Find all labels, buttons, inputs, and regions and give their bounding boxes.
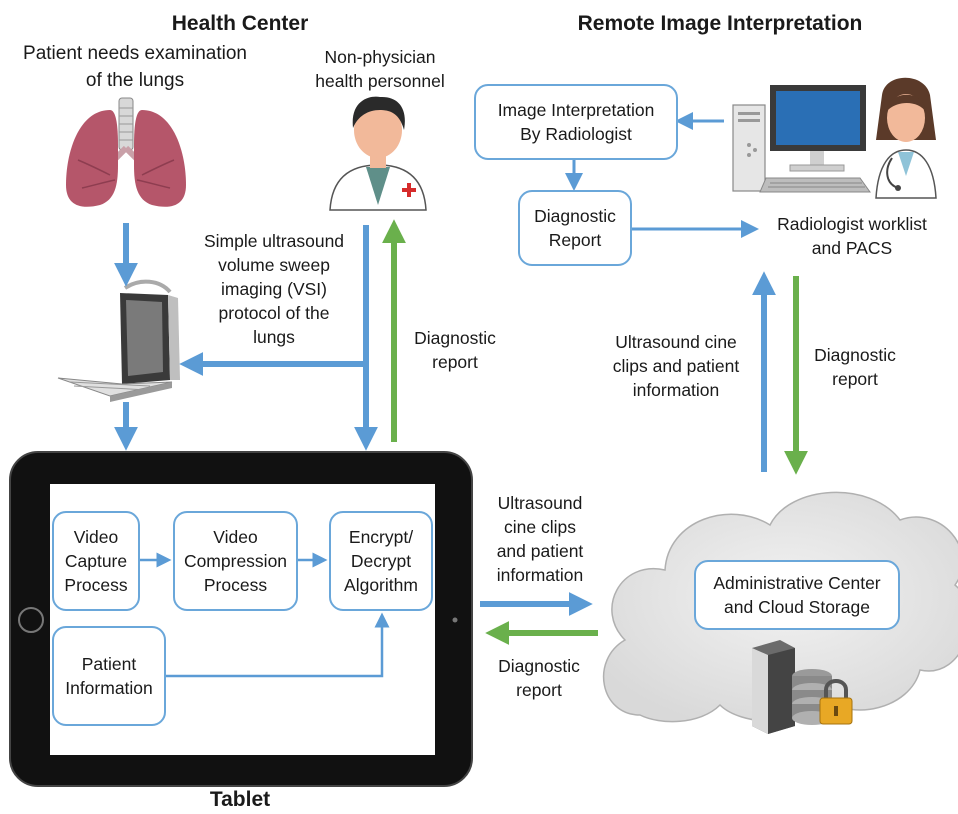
image-interpretation-text: Image Interpretation By Radiologist [497,100,655,144]
diagnostic-report-label-left: Diagnostic report [414,328,496,372]
health-worker-icon [329,96,427,211]
lungs-icon [66,97,186,207]
video-compression-box: Video Compression Process [173,511,298,611]
ultrasound-machine-icon [57,279,180,402]
video-compression-text: Video Compression Process [183,527,288,595]
tablet-heading: Tablet [209,788,271,811]
patient-information-box: Patient Information [52,626,166,726]
diagnostic-report-text: Diagnostic Report [534,206,616,250]
image-interpretation-box: Image Interpretation By Radiologist [474,84,678,160]
encrypt-decrypt-text: Encrypt/ Decrypt Algorithm [344,527,418,595]
diagnostic-report-box: Diagnostic Report [518,190,632,266]
radiologist-worklist-label: Radiologist worklist and PACS [777,214,927,258]
non-physician-label: Non-physician health personnel [315,47,445,91]
administrative-center-text: Administrative Center and Cloud Storage [713,573,881,617]
vsi-protocol-label: Simple ultrasound volume sweep imaging (… [203,231,345,347]
encrypt-decrypt-box: Encrypt/ Decrypt Algorithm [329,511,433,611]
patient-information-text: Patient Information [65,654,153,698]
remote-interpretation-heading: Remote Image Interpretation [577,12,863,35]
server-lock-icon [752,640,853,734]
patient-needs-label: Patient needs examination of the lungs [23,43,247,91]
ultrasound-cine-label-mid: Ultrasound cine clips and patient inform… [496,493,584,585]
diagnostic-report-label-right: Diagnostic report [814,345,896,389]
video-capture-box: Video Capture Process [52,511,140,611]
ultrasound-cine-label-right: Ultrasound cine clips and patient inform… [612,332,740,400]
video-capture-text: Video Capture Process [64,527,128,595]
tablet-frame [9,451,473,787]
diagnostic-report-label-mid: Diagnostic report [498,656,580,700]
health-center-heading: Health Center [171,12,309,35]
computer-icon [732,85,871,193]
administrative-center-box: Administrative Center and Cloud Storage [694,560,900,630]
radiologist-icon [875,77,937,199]
arrow-patient-info-to-encrypt [166,612,390,678]
